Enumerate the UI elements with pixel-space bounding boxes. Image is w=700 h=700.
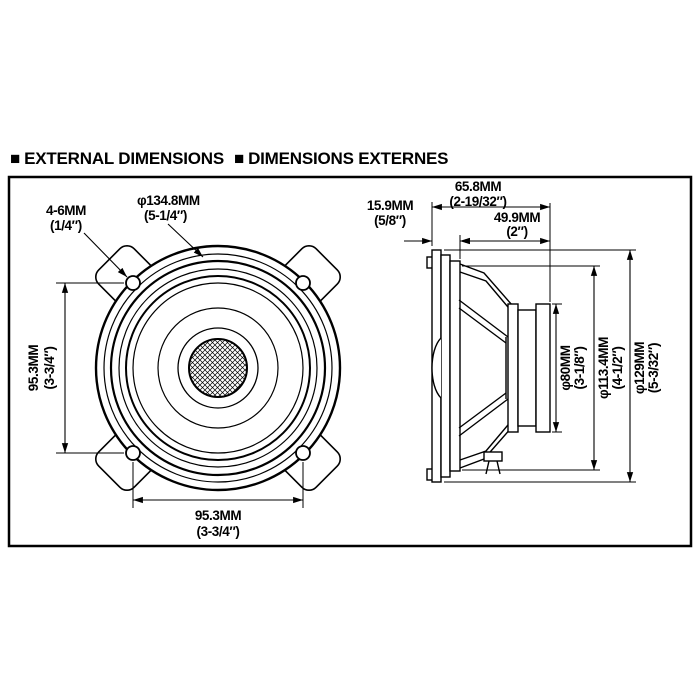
basket-outline — [459, 263, 513, 306]
side-view-drawing — [426, 249, 551, 483]
label-vertical-pitch-inch: (3-3/4″) — [42, 346, 57, 389]
diagram-border — [7, 175, 693, 548]
label-frame-diameter-mm: φ129MM — [632, 342, 647, 394]
flange-step — [449, 260, 461, 472]
label-overall-diameter-mm: φ134.8MM — [137, 193, 200, 208]
basket-outline — [459, 418, 514, 461]
top-plate — [507, 303, 519, 433]
extension-lines — [56, 202, 636, 508]
title-english: ■ EXTERNAL DIMENSIONS — [10, 149, 224, 169]
label-mounting-depth-inch: (2″) — [506, 224, 527, 239]
ring — [103, 253, 333, 483]
label-total-depth-inch: (2-19/32″) — [449, 194, 506, 209]
label-tab-thickness-mm: 4-6MM — [46, 203, 86, 218]
ring — [118, 268, 318, 468]
label-total-depth-mm: 65.8MM — [455, 179, 502, 194]
label-vertical-pitch-mm: 95.3MM — [26, 345, 41, 392]
flange-plate — [440, 254, 451, 478]
ring — [109, 259, 327, 477]
label-horizontal-pitch-inch: (3-3/4″) — [196, 524, 239, 539]
screw-hole — [125, 275, 141, 291]
label-frame-diameter-inch: (5-3/32″) — [646, 343, 661, 393]
square-bullet-icon: ■ — [10, 148, 21, 168]
label-horizontal-pitch-mm: 95.3MM — [195, 508, 242, 523]
terminal-pin — [485, 460, 490, 475]
title-french: ■ DIMENSIONS EXTERNES — [234, 148, 449, 169]
leader-tab-thickness — [83, 232, 128, 278]
screw-hole — [125, 445, 141, 461]
dimension-lines — [61, 203, 634, 504]
surround-ring — [125, 275, 311, 461]
label-flange-depth-inch: (5/8″) — [374, 213, 406, 228]
cone-edge-ring — [157, 307, 279, 429]
dust-cap-bulge — [431, 337, 442, 399]
magnet — [517, 309, 537, 427]
screw-hole — [295, 275, 311, 291]
cone-line — [458, 307, 507, 344]
screw-hole — [295, 445, 311, 461]
terminal-block — [483, 451, 503, 462]
dust-cap-ring — [177, 327, 259, 409]
diagram-title: ■ EXTERNAL DIMENSIONS ■ DIMENSIONS EXTER… — [10, 148, 449, 169]
front-view-drawing — [94, 244, 342, 492]
ring — [132, 282, 304, 454]
label-cutout-diameter-mm: φ113.4MM — [596, 337, 611, 399]
title-english-label: EXTERNAL DIMENSIONS — [24, 149, 224, 168]
back-plate — [535, 303, 551, 433]
square-bullet-icon: ■ — [234, 148, 245, 168]
label-flange-depth-mm: 15.9MM — [367, 198, 414, 213]
cone-line — [458, 392, 507, 429]
label-cutout-diameter-inch: (4-1/2″) — [610, 346, 625, 389]
basket-outline — [459, 426, 513, 469]
tweeter-grille — [188, 338, 248, 398]
terminal-pin — [496, 460, 501, 475]
cone-line — [458, 299, 509, 338]
leader-overall-diameter — [167, 223, 204, 258]
label-overall-diameter-inch: (5-1/4″) — [144, 208, 187, 223]
label-magnet-diameter-inch: (3-1/8″) — [572, 346, 587, 389]
label-magnet-diameter-mm: φ80MM — [558, 345, 573, 390]
basket-outline — [459, 271, 514, 314]
cone-line — [458, 398, 509, 437]
label-tab-thickness-inch: (1/4″) — [50, 218, 82, 233]
label-mounting-depth-mm: 49.9MM — [494, 210, 541, 225]
title-french-label: DIMENSIONS EXTERNES — [248, 149, 449, 168]
